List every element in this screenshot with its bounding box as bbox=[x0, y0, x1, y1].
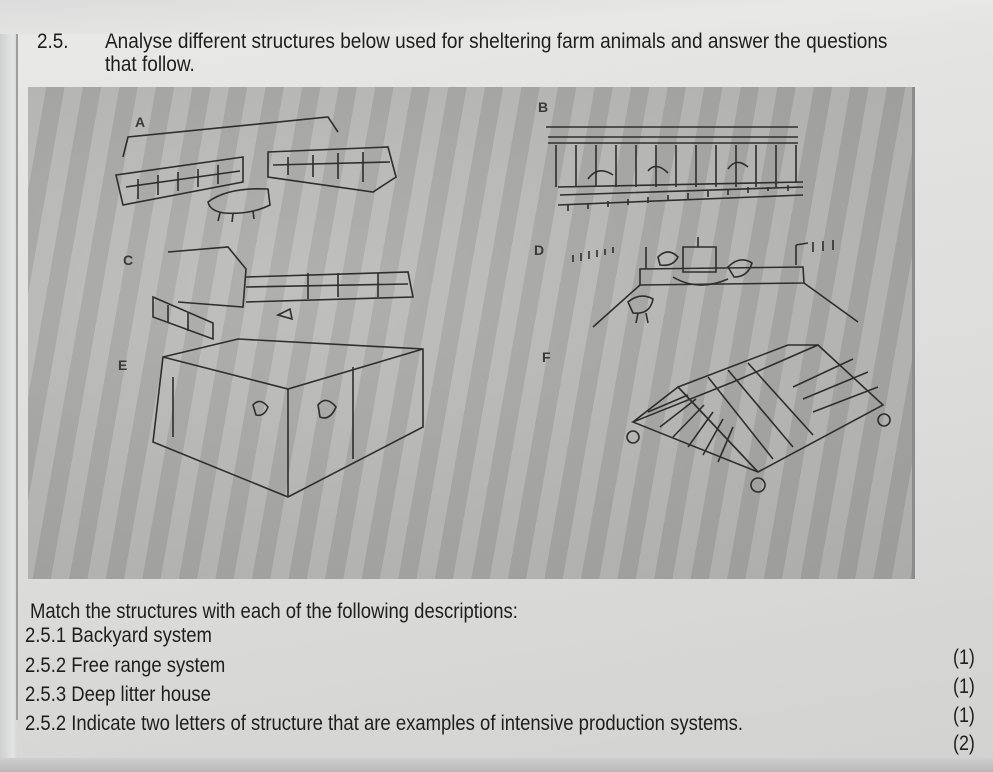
label-c: C bbox=[123, 252, 134, 268]
item-backyard-system: 2.5.1 Backyard system bbox=[25, 624, 212, 647]
item-free-range-system: 2.5.2 Free range system bbox=[25, 654, 226, 677]
structures-drawing bbox=[115, 116, 891, 498]
label-b: B bbox=[538, 99, 549, 115]
question-text: Analyse different structures below used … bbox=[105, 30, 888, 76]
match-instructions: Match the structures with each of the fo… bbox=[30, 600, 518, 623]
label-d: D bbox=[534, 242, 545, 258]
label-a: A bbox=[135, 114, 146, 130]
mark-deep-litter: (1) bbox=[953, 704, 975, 727]
binding-line bbox=[16, 20, 18, 720]
mark-free-range: (1) bbox=[953, 675, 975, 698]
item-intensive-systems: 2.5.2 Indicate two letters of structure … bbox=[25, 712, 743, 735]
structure-d-drawing bbox=[572, 237, 859, 328]
structure-b-drawing bbox=[546, 126, 804, 211]
paper-edge bbox=[0, 0, 18, 772]
mark-intensive: (2) bbox=[953, 732, 975, 755]
structure-c-drawing bbox=[152, 246, 414, 341]
mark-backyard: (1) bbox=[953, 646, 975, 669]
label-e: E bbox=[118, 357, 128, 373]
structure-a-drawing bbox=[115, 116, 397, 223]
item-deep-litter-house: 2.5.3 Deep litter house bbox=[25, 683, 211, 706]
next-page-edge bbox=[0, 758, 993, 772]
page-fold bbox=[0, 0, 993, 34]
label-f: F bbox=[542, 349, 551, 365]
structures-figure: A B C D E F bbox=[28, 87, 915, 579]
structure-f-drawing bbox=[626, 344, 891, 493]
question-number: 2.5. bbox=[37, 30, 69, 53]
structure-e-drawing bbox=[152, 338, 424, 498]
